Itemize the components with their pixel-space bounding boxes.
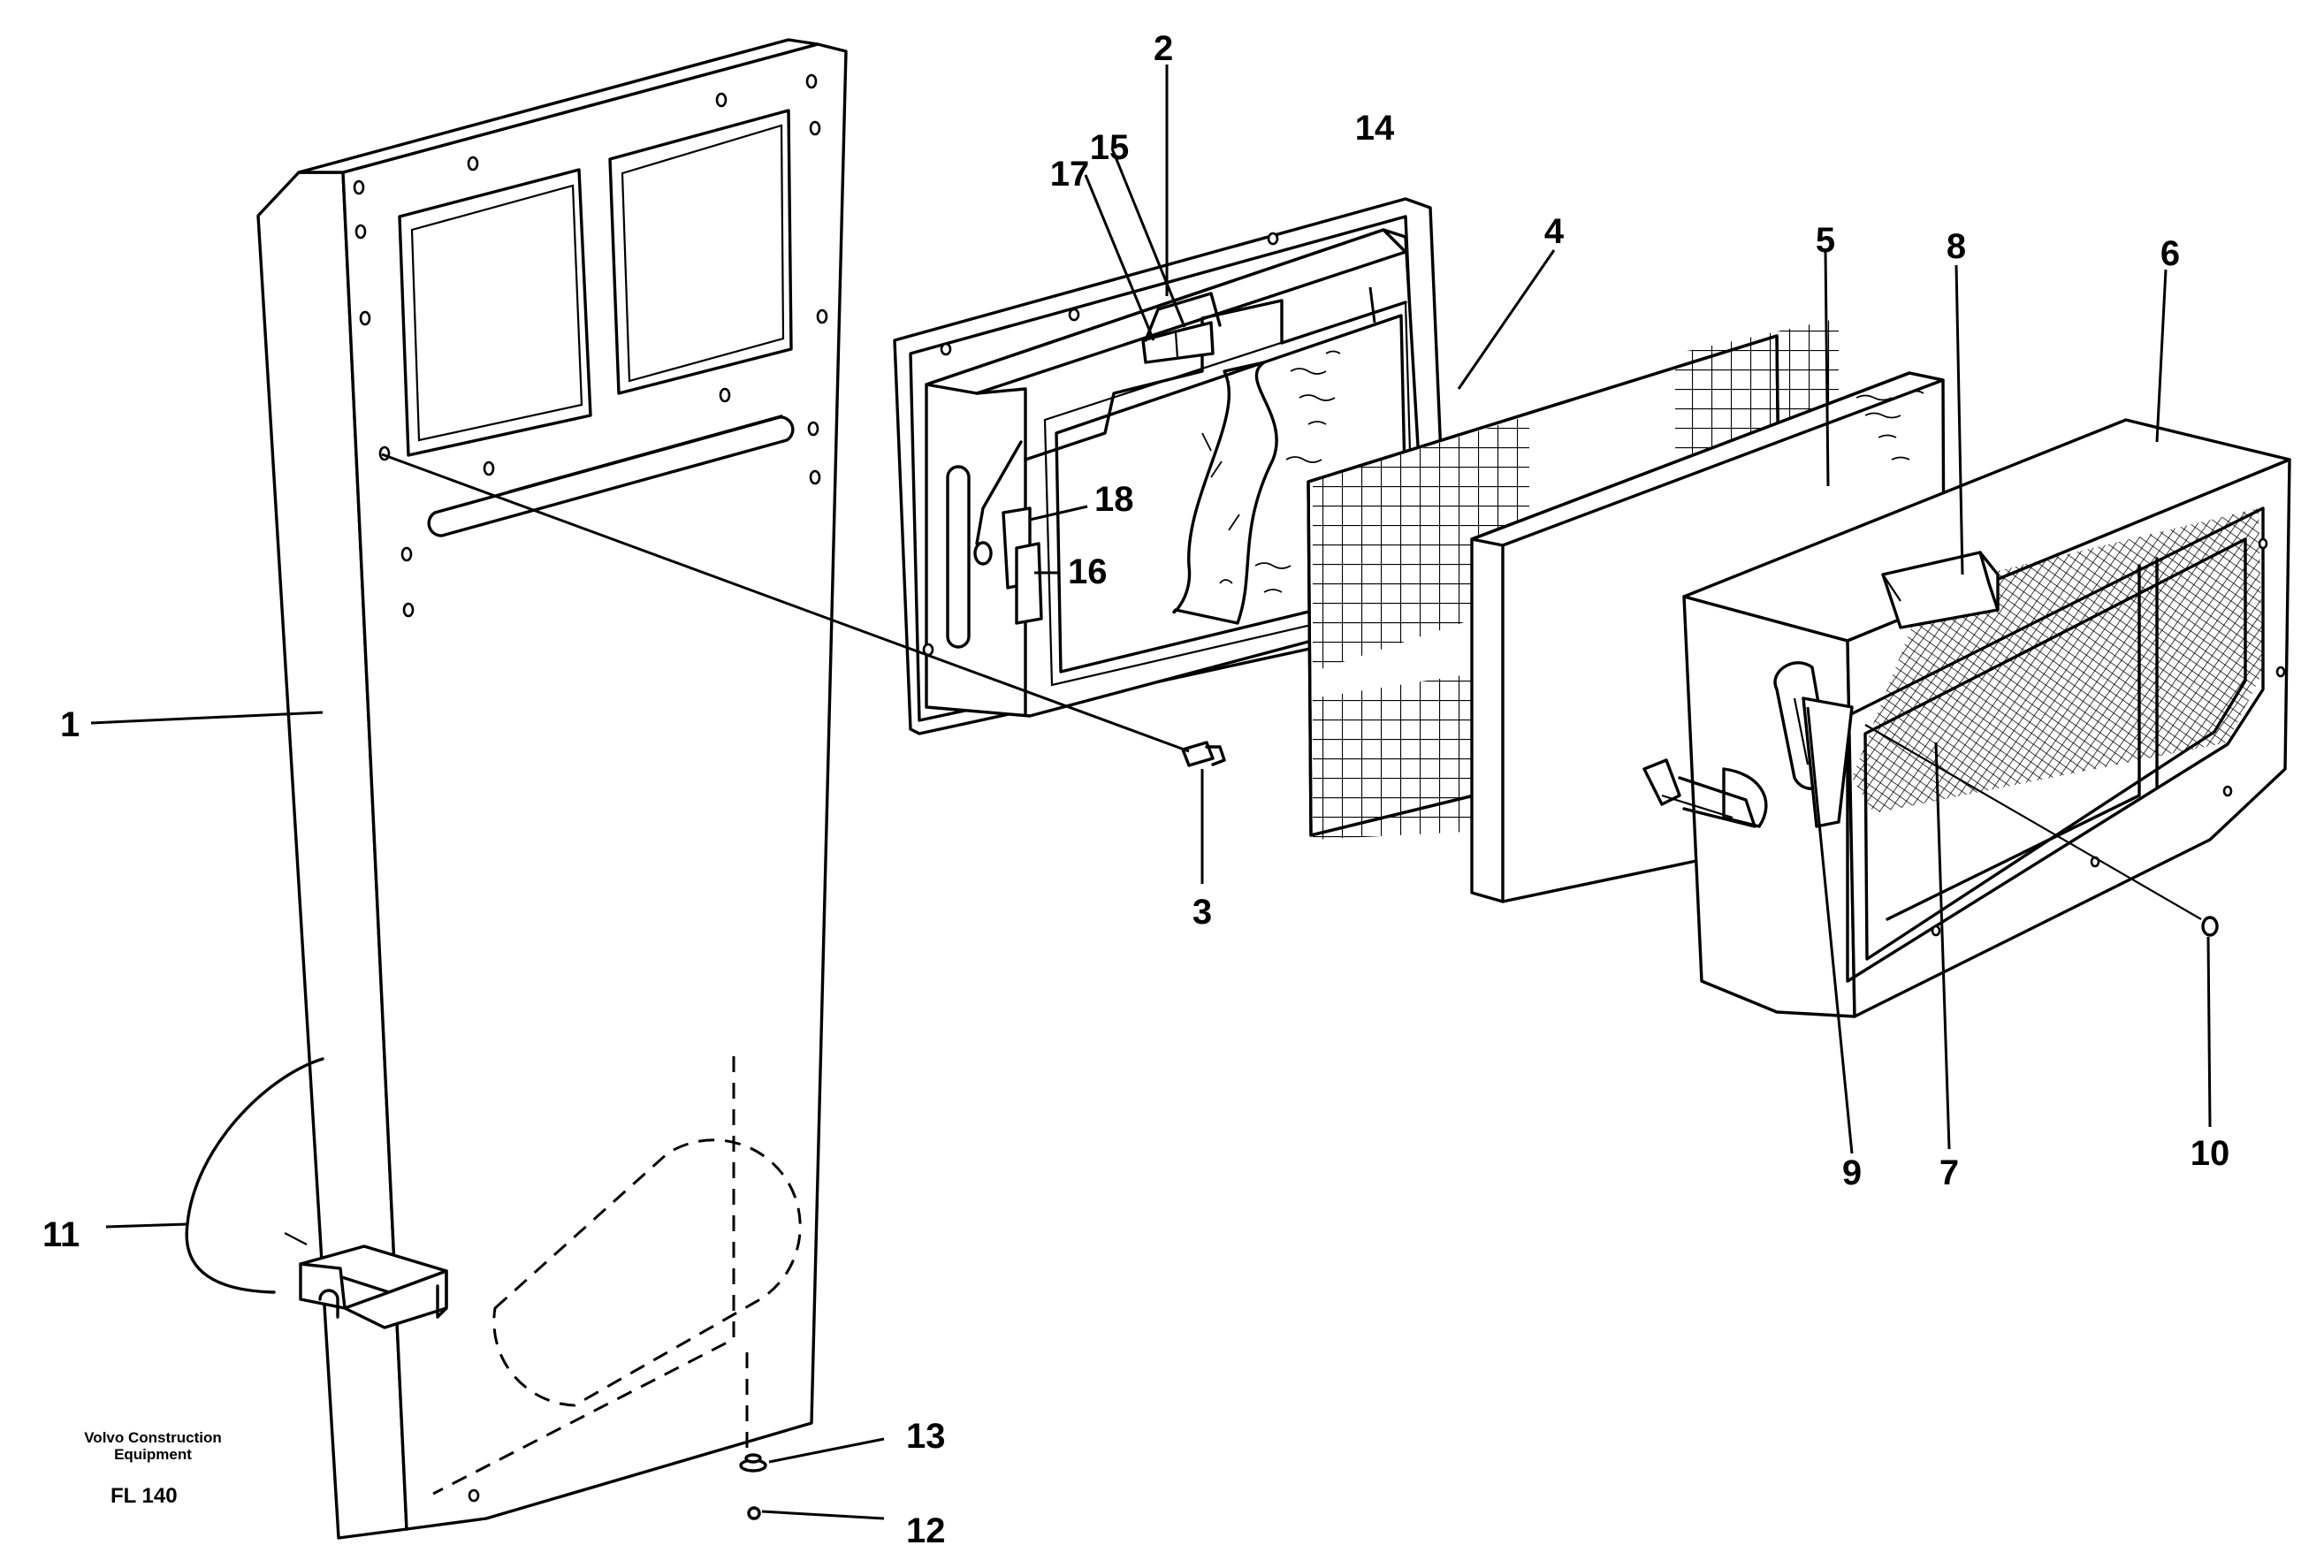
callout-7: 7 bbox=[1939, 1153, 1959, 1192]
callout-labels: 1 2 3 4 5 6 7 8 9 10 11 12 13 14 15 16 1… bbox=[42, 29, 2229, 1550]
panel-part-1 bbox=[185, 38, 848, 1540]
callout-6: 6 bbox=[2160, 234, 2180, 273]
callout-11: 11 bbox=[42, 1215, 80, 1254]
callout-4: 4 bbox=[1544, 212, 1565, 251]
credit-block: Volvo Construction Equipment FL 140 bbox=[84, 1429, 222, 1508]
credit-line-2: Equipment bbox=[114, 1446, 192, 1463]
callout-9: 9 bbox=[1842, 1153, 1862, 1192]
callout-8: 8 bbox=[1947, 227, 1966, 266]
callout-1: 1 bbox=[60, 705, 80, 744]
callout-3: 3 bbox=[1192, 893, 1212, 932]
callout-2: 2 bbox=[1154, 29, 1173, 68]
fibre-texture bbox=[1201, 350, 1341, 593]
callout-18: 18 bbox=[1094, 480, 1134, 519]
grille-housing-part-6 bbox=[1642, 418, 2291, 1018]
callout-10: 10 bbox=[2191, 1134, 2230, 1173]
callout-12: 12 bbox=[906, 1511, 946, 1550]
leader-lines bbox=[90, 65, 2212, 1520]
mounting-holes bbox=[353, 73, 828, 1503]
callout-5: 5 bbox=[1816, 221, 1835, 260]
drawing-code: FL 140 bbox=[110, 1484, 178, 1508]
callout-13: 13 bbox=[906, 1417, 946, 1456]
callout-16: 16 bbox=[1068, 552, 1108, 591]
callout-17: 17 bbox=[1050, 155, 1090, 194]
callout-14: 14 bbox=[1355, 109, 1395, 148]
callout-15: 15 bbox=[1090, 128, 1130, 167]
credit-line-1: Volvo Construction bbox=[84, 1429, 222, 1446]
